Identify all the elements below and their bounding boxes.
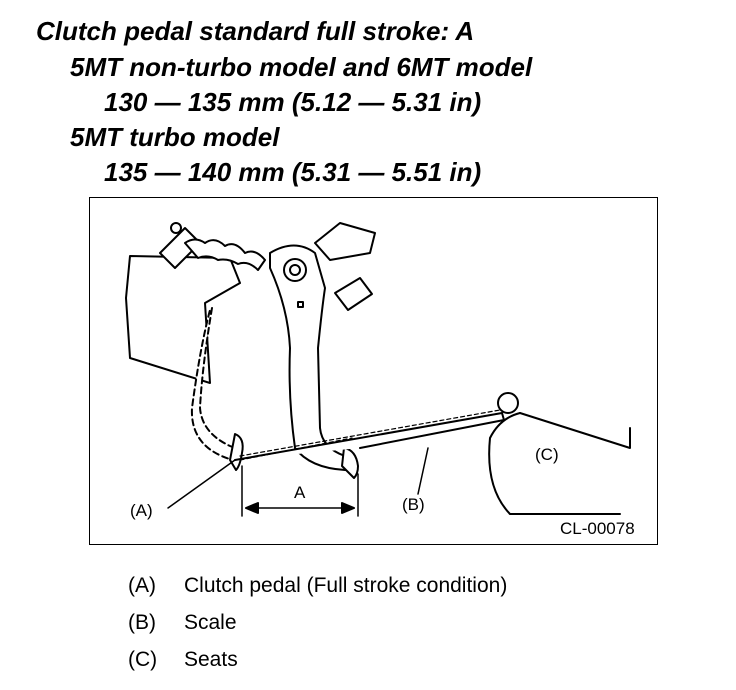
legend-key: (B) xyxy=(128,611,156,634)
clutch-pedal-figure: (A) (B) (C) A CL-00078 xyxy=(89,197,658,545)
legend-item-c: (C) Seats xyxy=(128,648,238,672)
spec-model-non-turbo: 5MT non-turbo model and 6MT model xyxy=(70,52,533,82)
seat xyxy=(488,412,621,515)
spec-model-turbo: 5MT turbo model xyxy=(70,122,280,152)
pedal-hole xyxy=(297,301,304,308)
legend-item-b: (B) Scale xyxy=(128,611,237,635)
cylinder-boot xyxy=(184,238,266,271)
label-c: (C) xyxy=(535,445,559,464)
measure-line-released xyxy=(239,409,501,457)
dimension-label: A xyxy=(294,483,306,502)
label-a: (A) xyxy=(130,501,153,520)
legend-text: Clutch pedal (Full stroke condition) xyxy=(184,574,508,597)
leader-a xyxy=(167,459,236,509)
cylinder-pin xyxy=(170,222,182,234)
seat-edge xyxy=(519,412,631,449)
legend-item-a: (A) Clutch pedal (Full stroke condition) xyxy=(128,574,507,598)
pedal-pivot-bolt xyxy=(283,258,307,282)
spec-value-non-turbo: 130 — 135 mm (5.12 — 5.31 in) xyxy=(104,87,482,117)
arrow-right xyxy=(341,502,355,514)
pedal-pad-released xyxy=(229,433,244,471)
spec-value-turbo: 135 — 140 mm (5.31 — 5.51 in) xyxy=(104,157,482,187)
leader-b xyxy=(417,447,429,495)
measure-line-full xyxy=(239,437,353,461)
figure-code: CL-00078 xyxy=(560,519,635,538)
pedal-arm xyxy=(269,244,353,471)
pedal-pivot-inner xyxy=(289,264,301,276)
pedal-stopper xyxy=(314,222,376,261)
legend-key: (A) xyxy=(128,574,156,597)
arrow-left xyxy=(245,502,259,514)
scale-end xyxy=(497,392,519,414)
clutch-pedal-diagram: (A) (B) (C) A CL-00078 xyxy=(125,222,635,538)
pedal-pad xyxy=(341,447,359,479)
label-b: (B) xyxy=(402,495,425,514)
switch xyxy=(334,277,373,311)
legend-text: Scale xyxy=(184,611,237,634)
legend-text: Seats xyxy=(184,648,238,671)
legend-key: (C) xyxy=(128,648,158,671)
spec-title: Clutch pedal standard full stroke: A xyxy=(36,16,475,46)
pedal-bracket xyxy=(125,255,241,384)
pedal-arm-released xyxy=(190,307,241,461)
